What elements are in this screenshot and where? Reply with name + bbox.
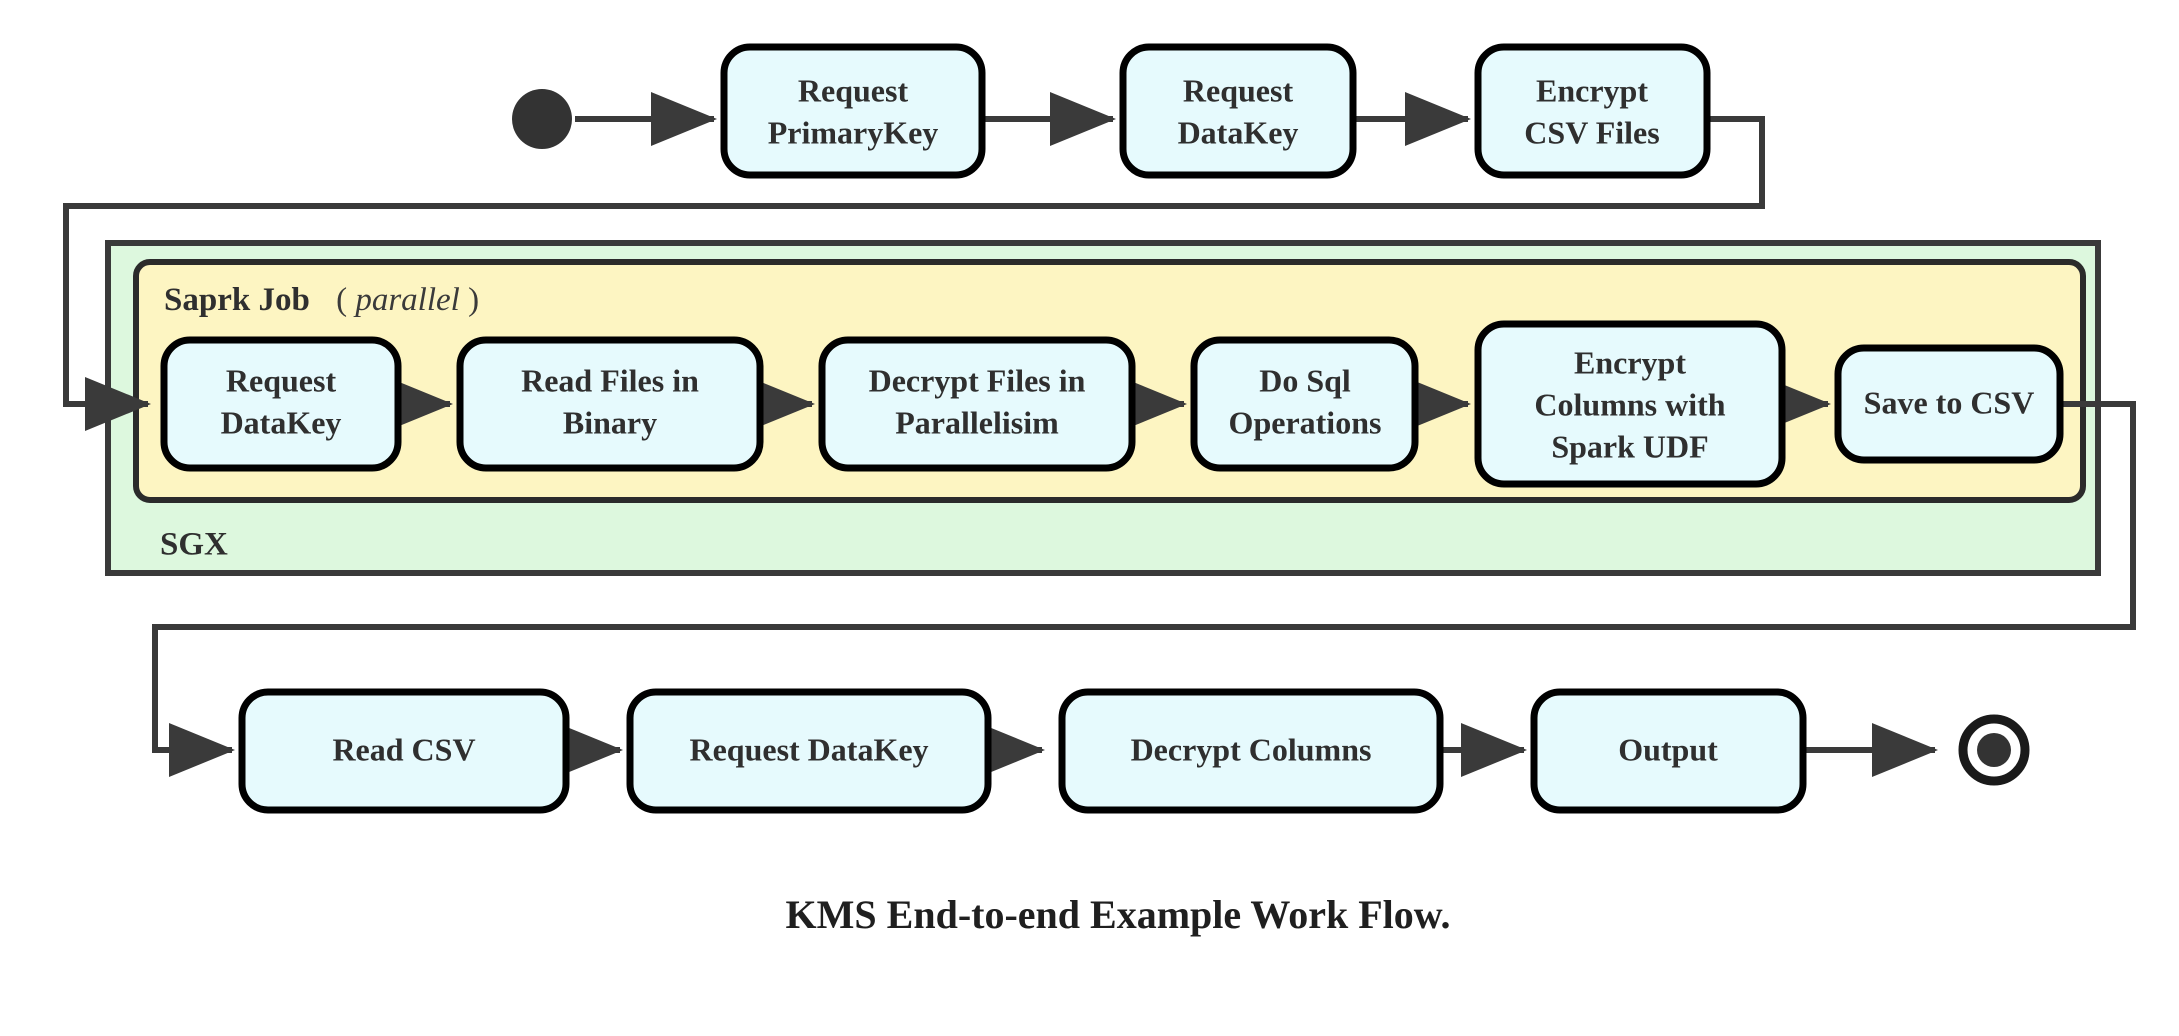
node-decrypt-columns-label: Decrypt Columns — [1131, 731, 1372, 767]
node-read-csv-label: Read CSV — [332, 731, 475, 767]
node-encrypt-csv-files-label-line1: Encrypt — [1536, 72, 1648, 108]
node-request-datakey-top-label-line1: Request — [1183, 72, 1294, 108]
node-request-datakey-spark-label-line1: Request — [226, 362, 337, 398]
node-decrypt-files-in-parallelisim-label-line2: Parallelisim — [895, 404, 1059, 440]
node-encrypt-columns-with-spark-udf[interactable]: Encrypt Columns with Spark UDF — [1474, 320, 1786, 488]
edge-encrypt-csv-files-to-spark-request-datakey — [63, 116, 1765, 431]
spark-job-label-text: Saprk Job — [164, 282, 310, 318]
node-request-primarykey[interactable]: Request PrimaryKey — [720, 43, 986, 179]
start-node[interactable] — [512, 89, 572, 149]
spark-job-note-open: ( — [336, 282, 347, 318]
edges-layer — [63, 92, 2136, 777]
sgx-group-label: SGX — [160, 527, 228, 563]
node-request-datakey-top[interactable]: Request DataKey — [1119, 43, 1357, 179]
node-decrypt-columns-box[interactable] — [1058, 688, 1444, 814]
node-encrypt-columns-with-spark-udf-label-line2: Columns with — [1534, 386, 1725, 422]
node-encrypt-csv-files-label-line2: CSV Files — [1524, 114, 1659, 150]
node-encrypt-columns-with-spark-udf-label-line1: Encrypt — [1574, 344, 1686, 380]
node-request-datakey-bottom-box[interactable] — [626, 688, 992, 814]
node-request-datakey-bottom[interactable]: Request DataKey — [626, 688, 992, 814]
node-request-datakey-spark-label-line2: DataKey — [221, 404, 342, 440]
node-read-files-in-binary[interactable]: Read Files in Binary — [456, 336, 764, 472]
node-encrypt-csv-files[interactable]: Encrypt CSV Files — [1474, 43, 1711, 179]
node-decrypt-columns[interactable]: Decrypt Columns — [1058, 688, 1444, 814]
node-encrypt-columns-with-spark-udf-label-line3: Spark UDF — [1551, 428, 1708, 464]
node-output-box[interactable] — [1530, 688, 1807, 814]
spark-job-note-close: ) — [468, 282, 479, 318]
node-read-csv[interactable]: Read CSV — [238, 688, 570, 814]
node-request-datakey-spark-box[interactable] — [160, 336, 402, 472]
node-request-datakey-top-box[interactable] — [1119, 43, 1357, 179]
node-decrypt-files-in-parallelisim-box[interactable] — [818, 336, 1136, 472]
node-save-to-csv[interactable]: Save to CSV — [1834, 344, 2064, 464]
edge-save-to-csv-to-read-csv — [152, 401, 2136, 777]
node-save-to-csv-label: Save to CSV — [1864, 384, 2035, 420]
node-do-sql-operations-label-line2: Operations — [1229, 404, 1382, 440]
node-output-label: Output — [1618, 731, 1718, 767]
node-output[interactable]: Output — [1530, 688, 1807, 814]
end-node[interactable] — [1958, 714, 2030, 786]
initial-state-icon[interactable] — [512, 89, 572, 149]
node-encrypt-columns-with-spark-udf-box[interactable] — [1474, 320, 1786, 488]
node-request-primarykey-label-line2: PrimaryKey — [768, 114, 939, 150]
node-request-datakey-spark[interactable]: Request DataKey — [160, 336, 402, 472]
spark-job-note: parallel — [353, 282, 460, 318]
node-read-files-in-binary-box[interactable] — [456, 336, 764, 472]
node-request-primarykey-label-line1: Request — [798, 72, 909, 108]
final-state-dot-icon[interactable] — [1977, 733, 2011, 767]
node-request-datakey-top-label-line2: DataKey — [1178, 114, 1299, 150]
node-read-files-in-binary-label-line2: Binary — [563, 404, 657, 440]
node-read-csv-box[interactable] — [238, 688, 570, 814]
node-decrypt-files-in-parallelisim[interactable]: Decrypt Files in Parallelisim — [818, 336, 1136, 472]
node-do-sql-operations-box[interactable] — [1190, 336, 1419, 472]
node-request-datakey-bottom-label: Request DataKey — [689, 731, 928, 767]
node-decrypt-files-in-parallelisim-label-line1: Decrypt Files in — [869, 362, 1086, 398]
node-encrypt-csv-files-box[interactable] — [1474, 43, 1711, 179]
spark-job-group-label: Saprk Job ( parallel ) — [164, 282, 479, 318]
node-do-sql-operations-label-line1: Do Sql — [1259, 362, 1351, 398]
node-request-primarykey-box[interactable] — [720, 43, 986, 179]
diagram-caption: KMS End-to-end Example Work Flow. — [786, 892, 1451, 937]
node-read-files-in-binary-label-line1: Read Files in — [521, 362, 699, 398]
node-do-sql-operations[interactable]: Do Sql Operations — [1190, 336, 1419, 472]
node-save-to-csv-box[interactable] — [1834, 344, 2064, 464]
